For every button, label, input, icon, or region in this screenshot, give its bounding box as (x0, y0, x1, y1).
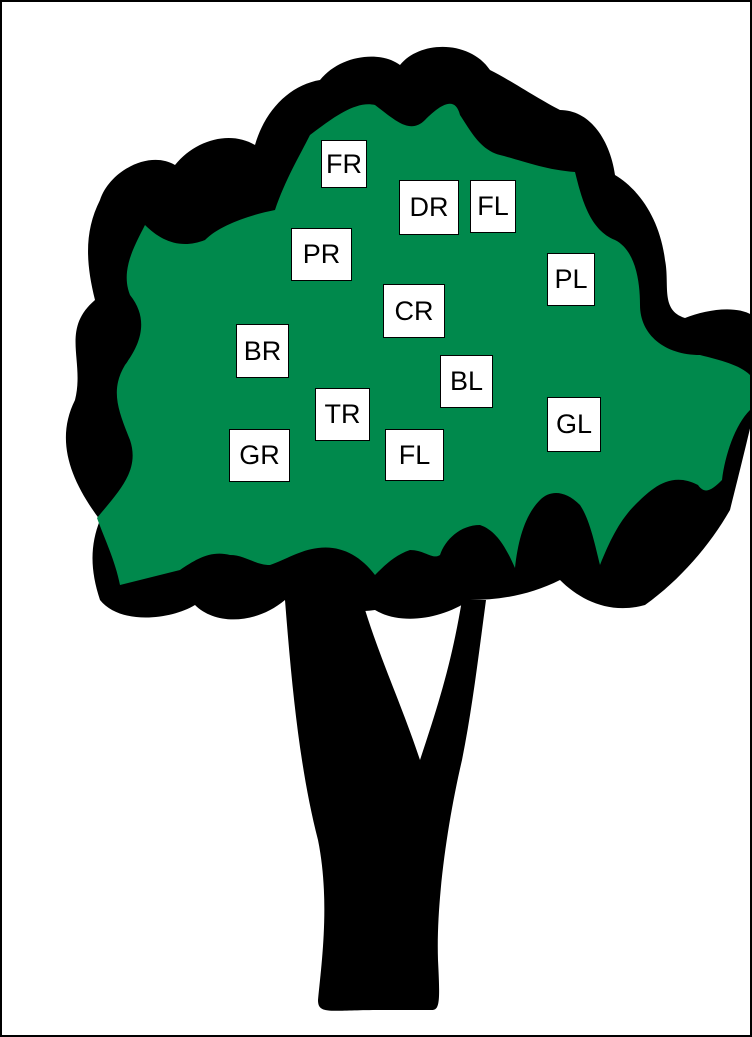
label-fr: FR (321, 140, 367, 188)
label-gl: GL (547, 397, 601, 452)
label-bl: BL (440, 355, 493, 408)
label-tr: TR (315, 388, 370, 441)
label-pr: PR (291, 228, 352, 281)
label-pl: PL (547, 253, 595, 306)
label-br: BR (236, 324, 289, 378)
label-cr: CR (383, 284, 445, 338)
label-gr: GR (229, 429, 290, 482)
label-fl-top: FL (470, 180, 516, 233)
label-dr: DR (399, 180, 459, 235)
label-fl-bottom: FL (385, 429, 444, 481)
